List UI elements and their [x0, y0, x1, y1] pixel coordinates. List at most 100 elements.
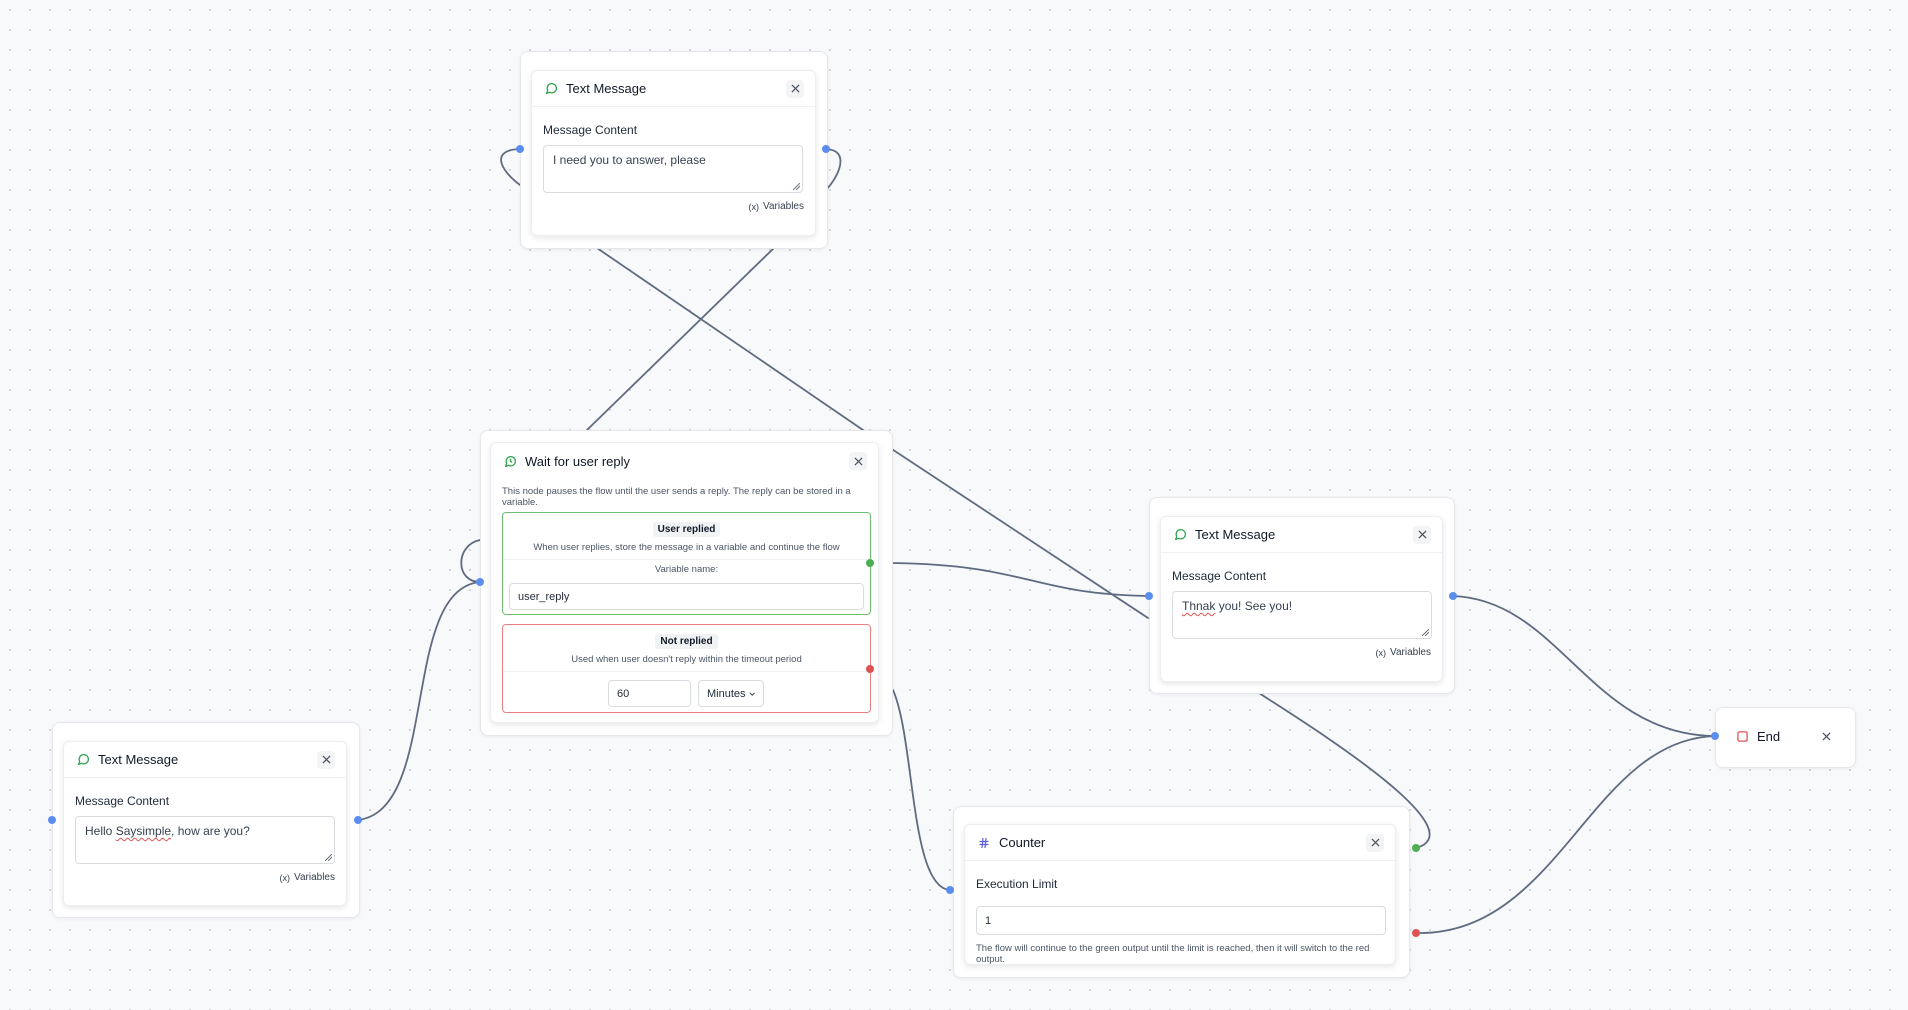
close-button[interactable]	[1817, 727, 1835, 745]
node-title: End	[1757, 728, 1781, 744]
user-replied-section: User replied When user replies, store th…	[502, 512, 871, 615]
close-icon	[790, 84, 800, 93]
node-header[interactable]: Counter	[965, 825, 1395, 861]
input-handle[interactable]	[476, 578, 484, 586]
edge-replied-to-text	[891, 562, 1150, 597]
field-label: Message Content	[1172, 569, 1267, 583]
input-handle[interactable]	[1145, 592, 1153, 600]
node-header[interactable]: Text Message	[1161, 517, 1442, 553]
output-handle[interactable]	[1449, 592, 1457, 600]
close-icon	[1370, 838, 1380, 847]
message-text: Hello	[85, 824, 116, 838]
node-header[interactable]: Wait for user reply	[491, 443, 878, 479]
text-message-card-top[interactable]: Text Message Message Content I need you …	[531, 70, 816, 236]
edge-counter-red-to-end	[1416, 735, 1716, 934]
edge-wait-to-top	[586, 245, 777, 431]
message-circle-icon	[543, 81, 559, 97]
message-text: I need you to answer, please	[553, 153, 706, 167]
variables-button[interactable]: (x) Variables	[280, 872, 335, 883]
edge-wait-input-loop	[460, 539, 481, 583]
variables-button[interactable]: (x) Variables	[1376, 647, 1431, 658]
text-message-card-left[interactable]: Text Message Message Content Hello Saysi…	[63, 741, 347, 906]
node-header[interactable]: End	[1723, 718, 1846, 754]
timeout-unit: Minutes	[707, 687, 746, 700]
misspelled-word: Saysimple	[115, 824, 172, 838]
node-header[interactable]: Text Message	[532, 71, 815, 107]
variable-icon: (x)	[1375, 647, 1387, 658]
input-handle[interactable]	[516, 145, 524, 153]
message-circle-icon	[1172, 527, 1188, 543]
variable-name-input[interactable]: user_reply	[509, 583, 864, 610]
close-icon	[1821, 731, 1831, 741]
message-content-textarea[interactable]: Thnak you! See you!	[1172, 591, 1432, 639]
edge-notreplied-to-counter	[892, 689, 951, 891]
replied-output-handle[interactable]	[866, 559, 874, 567]
variables-label: Variables	[294, 872, 335, 883]
execution-limit-input[interactable]: 1	[976, 906, 1386, 935]
edge-top-output-loop	[825, 148, 842, 191]
section-description: When user replies, store the message in …	[533, 542, 840, 553]
node-title: Counter	[999, 835, 1046, 850]
variables-label: Variables	[763, 201, 804, 212]
node-description: This node pauses the flow until the user…	[502, 486, 851, 508]
close-icon	[1417, 530, 1427, 539]
misspelled-word: Thnak	[1182, 599, 1216, 613]
status-badge: User replied	[652, 522, 721, 537]
edge-counter-green-loop	[1258, 692, 1431, 849]
timeout-unit-select[interactable]: Minutes	[698, 680, 764, 707]
node-title: Text Message	[566, 81, 647, 96]
counter-help-text: The flow will continue to the green outp…	[976, 943, 1370, 965]
field-label: Execution Limit	[976, 877, 1058, 891]
chevron-down-icon	[748, 691, 755, 696]
message-text: you! See you!	[1215, 599, 1293, 613]
square-stop-icon	[1734, 728, 1750, 744]
close-icon	[853, 456, 863, 466]
close-button[interactable]	[1366, 833, 1384, 852]
hash-icon	[976, 835, 992, 851]
edge-text-to-end	[1452, 595, 1716, 737]
resize-handle-icon[interactable]	[325, 854, 332, 861]
field-label: Message Content	[75, 794, 170, 808]
red-output-handle[interactable]	[1412, 929, 1420, 937]
field-label: Message Content	[543, 123, 638, 137]
node-title: Text Message	[98, 752, 179, 767]
node-title: Wait for user reply	[525, 453, 630, 469]
wait-card[interactable]: Wait for user reply This node pauses the…	[490, 442, 879, 723]
output-handle[interactable]	[354, 816, 362, 824]
close-button[interactable]	[1413, 525, 1431, 544]
output-handle[interactable]	[822, 145, 830, 153]
resize-handle-icon[interactable]	[793, 183, 800, 190]
node-title: Text Message	[1195, 527, 1276, 542]
variable-icon: (x)	[748, 201, 760, 212]
text-message-card-right[interactable]: Text Message Message Content Thnak you! …	[1160, 516, 1443, 682]
message-content-textarea[interactable]: I need you to answer, please	[543, 145, 803, 193]
green-output-handle[interactable]	[1412, 844, 1420, 852]
end-card[interactable]: End	[1723, 718, 1846, 754]
section-description: Used when user doesn't reply within the …	[571, 654, 802, 665]
execution-limit-value: 1	[985, 914, 992, 927]
input-handle[interactable]	[48, 816, 56, 824]
variables-button[interactable]: (x) Variables	[749, 201, 804, 212]
message-circle-icon	[75, 752, 91, 768]
close-button[interactable]	[849, 452, 867, 470]
message-clock-icon	[502, 453, 518, 469]
input-handle[interactable]	[1711, 732, 1719, 740]
node-header[interactable]: Text Message	[64, 742, 346, 778]
input-handle[interactable]	[946, 886, 954, 894]
timeout-value-input[interactable]: 60	[608, 680, 691, 707]
status-badge: Not replied	[655, 634, 718, 649]
resize-handle-icon[interactable]	[1422, 629, 1429, 636]
message-content-textarea[interactable]: Hello Saysimple, how are you?	[75, 816, 335, 864]
counter-card[interactable]: Counter Execution Limit 1 The flow will …	[964, 824, 1396, 965]
variable-icon: (x)	[279, 872, 291, 883]
not-replied-output-handle[interactable]	[866, 665, 874, 673]
not-replied-section: Not replied Used when user doesn't reply…	[502, 624, 871, 713]
edge-top-input-loop	[500, 148, 521, 186]
close-button[interactable]	[786, 79, 804, 98]
close-button[interactable]	[317, 750, 335, 769]
variables-label: Variables	[1390, 647, 1431, 658]
timeout-value: 60	[617, 687, 630, 700]
variable-name-value: user_reply	[518, 590, 570, 603]
edge-left-to-wait	[357, 581, 481, 821]
variable-name-label: Variable name:	[654, 564, 719, 575]
